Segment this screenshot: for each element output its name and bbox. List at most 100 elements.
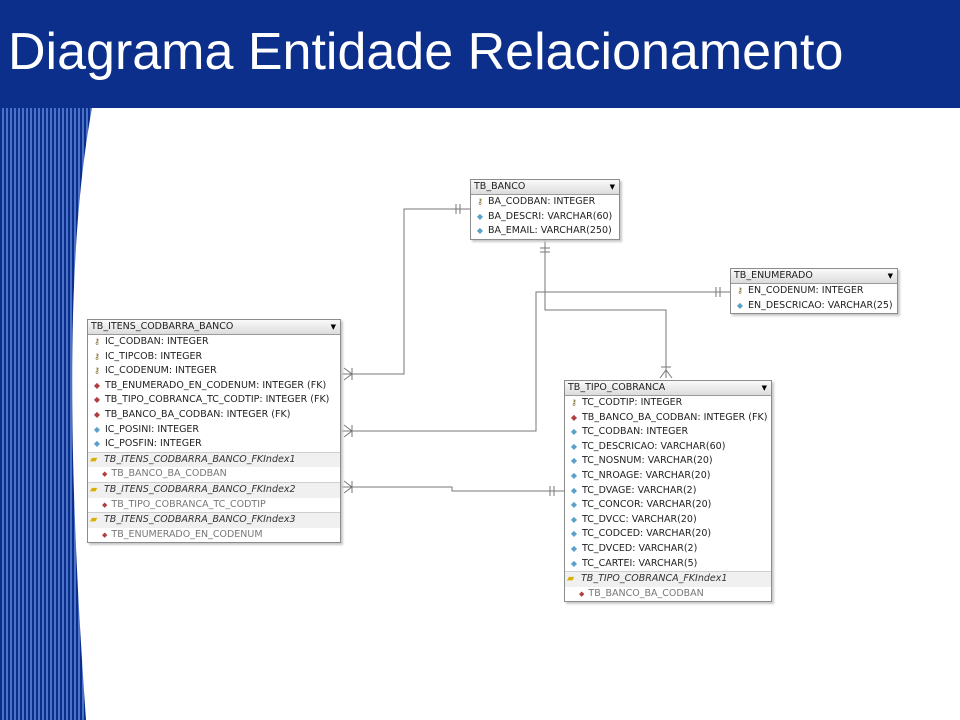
column-label: TC_DVCED: VARCHAR(2)	[582, 542, 698, 554]
left-stripe-decoration	[0, 108, 92, 720]
key-icon: ⚷	[94, 366, 100, 376]
column-label: BA_EMAIL: VARCHAR(250)	[488, 225, 612, 237]
column-icon: ◆	[476, 211, 484, 221]
table-name: TB_ENUMERADO	[734, 270, 813, 281]
dropdown-arrow-icon[interactable]: ▼	[761, 384, 767, 392]
column-label: IC_TIPCOB: INTEGER	[105, 350, 203, 362]
column-icon: ◆	[93, 424, 101, 434]
column-label: EN_DESCRICAO: VARCHAR(25)	[748, 299, 893, 311]
column-row: ⚷ IC_CODENUM: INTEGER	[88, 364, 340, 379]
column-row: ◆TB_ENUMERADO_EN_CODENUM: INTEGER (FK)	[88, 379, 340, 394]
rel-tipo-itens	[340, 486, 564, 492]
table-tb-itens-codbarra-banco[interactable]: TB_ITENS_CODBARRA_BANCO▼ ⚷IC_CODBAN: INT…	[87, 319, 341, 544]
column-label: TB_BANCO_BA_CODBAN: INTEGER (FK)	[582, 411, 768, 423]
column-icon: ◆	[570, 558, 578, 568]
dropdown-arrow-icon[interactable]: ▼	[330, 323, 336, 331]
column-label: TC_CONCOR: VARCHAR(20)	[582, 499, 712, 511]
table-header: TB_TIPO_COBRANCA▼	[565, 381, 771, 396]
index-column-row: ◆TB_TIPO_COBRANCA_TC_CODTIP	[88, 498, 340, 513]
table-tb-enumerado[interactable]: TB_ENUMERADO ▼ ⚷ EN_CODENUM: INTEGER ◆ EN_D…	[730, 268, 898, 315]
slide-title: Diagrama Entidade Relacionamento	[8, 23, 844, 81]
key-icon: ⚷	[94, 351, 100, 361]
column-label: IC_CODBAN: INTEGER	[105, 336, 209, 347]
table-header: TB_ENUMERADO ▼	[731, 269, 897, 284]
key-icon: ⚷	[571, 398, 577, 407]
column-label: TC_DESCRICAO: VARCHAR(60)	[582, 440, 726, 452]
column-label: TC_NOSNUM: VARCHAR(20)	[582, 455, 713, 467]
index-row: ▰ TB_ITENS_CODBARRA_BANCO_FKIndex1	[88, 451, 340, 468]
dropdown-arrow-icon[interactable]: ▼	[887, 272, 893, 280]
index-column-label: TB_ENUMERADO_EN_CODENUM	[111, 528, 263, 540]
column-row: ◆ TB_BANCO_BA_CODBAN: INTEGER (FK)	[565, 411, 771, 426]
rel-enumerado-itens	[340, 291, 730, 432]
column-label: TB_ENUMERADO_EN_CODENUM: INTEGER (FK)	[105, 379, 327, 391]
foreign-key-icon: ◆	[93, 409, 101, 419]
column-icon: ◆	[93, 439, 101, 449]
index-folder-icon: ▰	[90, 453, 98, 465]
column-row: ◆ TC_DESCRICAO: VARCHAR(60)	[565, 440, 771, 455]
column-icon: ◆	[476, 226, 484, 236]
column-icon: ◆	[570, 427, 578, 437]
column-row: ◆TC_NROAGE: VARCHAR(20)	[565, 469, 771, 484]
column-row: ◆ TC_CARTEI: VARCHAR(5)	[565, 557, 771, 572]
column-label: BA_CODBAN: INTEGER	[488, 196, 596, 207]
index-name: TB_TIPO_COBRANCA_FKIndex1	[581, 573, 728, 585]
table-header: TB_BANCO ▼	[471, 180, 619, 195]
column-row: ◆ TB_BANCO_BA_CODBAN: INTEGER (FK)	[88, 408, 340, 423]
column-row: ◆ TB_TIPO_COBRANCA_TC_CODTIP: INTEGER (FK…	[88, 393, 340, 408]
column-row: ◆ TC_NOSNUM: VARCHAR(20)	[565, 454, 771, 469]
foreign-key-icon: ◆	[570, 412, 578, 422]
table-tb-tipo-cobranca[interactable]: TB_TIPO_COBRANCA▼ ⚷TC_CODTIP: INTEGER ◆T…	[564, 380, 772, 603]
column-row: ⚷ EN_CODENUM: INTEGER	[731, 284, 897, 299]
column-label: TC_CODBAN: INTEGER	[582, 426, 689, 438]
table-name: TB_ITENS_CODBARRA_BANCO	[91, 321, 234, 332]
index-row: ▰ TB_TIPO_COBRANCA_FKIndex1	[565, 571, 771, 587]
column-row: ◆ EN_DESCRICAO: VARCHAR(25)	[731, 299, 897, 314]
key-icon: ⚷	[737, 286, 743, 295]
column-label: IC_POSFIN: INTEGER	[105, 438, 202, 450]
column-label: BA_DESCRI: VARCHAR(60)	[488, 210, 613, 222]
column-label: TC_DVAGE: VARCHAR(2)	[582, 484, 697, 496]
index-row: ▰TB_ITENS_CODBARRA_BANCO_FKIndex3	[88, 512, 340, 528]
key-icon: ⚷	[477, 197, 483, 206]
column-label: IC_CODENUM: INTEGER	[105, 365, 217, 377]
table-name: TB_BANCO	[474, 181, 526, 192]
column-icon: ◆	[570, 456, 578, 466]
index-column-row: ◆TB_ENUMERADO_EN_CODENUM	[88, 528, 340, 543]
column-icon: ◆	[570, 441, 578, 451]
column-row: ◆ IC_POSFIN: INTEGER	[88, 437, 340, 452]
column-row: ⚷IC_CODBAN: INTEGER	[88, 335, 340, 350]
column-icon: ◆	[570, 485, 578, 495]
column-icon: ◆	[570, 543, 578, 553]
column-row: ◆ BA_EMAIL: VARCHAR(250)	[471, 224, 619, 239]
table-tb-banco[interactable]: TB_BANCO ▼ ⚷ BA_CODBAN: INTEGER ◆ BA_DESCRI…	[470, 179, 620, 240]
index-folder-icon: ▰	[567, 573, 575, 585]
column-row: ⚷ IC_TIPCOB: INTEGER	[88, 350, 340, 365]
dropdown-arrow-icon[interactable]: ▼	[609, 183, 615, 191]
index-column-label: TB_BANCO_BA_CODBAN	[111, 468, 227, 480]
column-label: EN_CODENUM: INTEGER	[748, 285, 864, 296]
index-column-row: ◆TB_BANCO_BA_CODBAN	[88, 467, 340, 482]
column-label: TB_BANCO_BA_CODBAN: INTEGER (FK)	[105, 408, 291, 420]
index-column-row: ◆TB_BANCO_BA_CODBAN	[565, 587, 771, 602]
index-column-label: TB_TIPO_COBRANCA_TC_CODTIP	[111, 498, 266, 510]
column-row: ◆ TC_DVCC: VARCHAR(20)	[565, 513, 771, 528]
foreign-key-icon: ◆	[93, 395, 101, 405]
index-column-icon: ◆	[102, 470, 108, 479]
column-label: TC_DVCC: VARCHAR(20)	[582, 513, 697, 525]
column-row: ◆ BA_DESCRI: VARCHAR(60)	[471, 210, 619, 225]
column-label: TC_CODTIP: INTEGER	[582, 397, 683, 408]
column-row: ⚷ BA_CODBAN: INTEGER	[471, 195, 619, 210]
index-column-label: TB_BANCO_BA_CODBAN	[588, 587, 704, 599]
column-row: ◆TC_CODCED: VARCHAR(20)	[565, 527, 771, 542]
column-icon: ◆	[736, 300, 744, 310]
column-row: ◆TC_CONCOR: VARCHAR(20)	[565, 498, 771, 513]
index-row: ▰TB_ITENS_CODBARRA_BANCO_FKIndex2	[88, 481, 340, 498]
index-name: TB_ITENS_CODBARRA_BANCO_FKIndex3	[104, 514, 296, 526]
slide-header: Diagrama Entidade Relacionamento	[0, 0, 960, 108]
rel-banco-itens	[340, 208, 470, 375]
index-name: TB_ITENS_CODBARRA_BANCO_FKIndex1	[104, 453, 296, 465]
column-icon: ◆	[570, 514, 578, 524]
column-label: TB_TIPO_COBRANCA_TC_CODTIP: INTEGER (FK)	[105, 394, 330, 406]
column-label: TC_CARTEI: VARCHAR(5)	[582, 557, 698, 569]
